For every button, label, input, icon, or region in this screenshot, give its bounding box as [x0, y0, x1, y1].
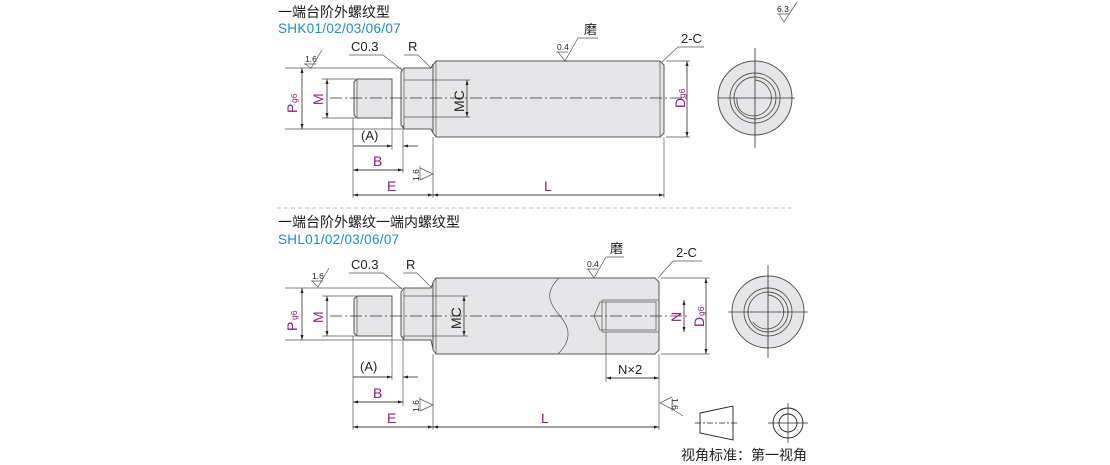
dim-A: (A)	[360, 359, 377, 374]
section-title: 一端台阶外螺纹型	[278, 4, 390, 20]
svg-text:1.6: 1.6	[305, 54, 317, 64]
projection-note: 视角标准：第一视角	[681, 447, 807, 463]
dim-B: B	[373, 153, 382, 169]
stepped-neck	[400, 63, 434, 134]
projection-symbol: 视角标准：第一视角	[681, 403, 808, 463]
external-thread	[353, 78, 393, 119]
model-number: SHK01/02/03/06/07	[278, 21, 401, 36]
grind-roughness: 0.4	[557, 42, 569, 52]
radius-label: R	[408, 39, 417, 54]
end-chamfer-label: 2-C	[676, 245, 697, 260]
roughness-symbol-left: 1.6	[311, 267, 330, 288]
dim-MC: MC	[448, 307, 464, 329]
end-chamfer-label: 2-C	[681, 31, 702, 46]
dim-A: (A)	[361, 128, 378, 143]
dim-L: L	[541, 410, 549, 426]
dim-D: D	[691, 317, 707, 327]
dim-M: M	[310, 93, 326, 105]
svg-text:1.6: 1.6	[411, 400, 421, 412]
roughness-symbol-right: 1.6	[659, 396, 684, 417]
svg-text:1.6: 1.6	[312, 271, 324, 281]
dim-P-sub: g6	[289, 93, 299, 103]
shaft-side-view	[330, 277, 690, 355]
dim-P-sub: g6	[289, 310, 299, 320]
chamfer-label: C0.3	[351, 257, 378, 272]
svg-text:1.6: 1.6	[670, 398, 680, 410]
main-cylinder	[432, 60, 665, 138]
dim-D-sub: g6	[677, 88, 687, 98]
section-title: 一端台阶外螺纹一端内螺纹型	[278, 214, 460, 230]
dim-E: E	[387, 178, 396, 194]
dim-N: N	[668, 312, 684, 322]
roughness-symbol-shoulder: 1.6	[411, 166, 434, 181]
section-shl: 一端台阶外螺纹一端内螺纹型 SHL01/02/03/06/07 P	[278, 214, 808, 430]
end-view-circle	[717, 48, 795, 148]
dim-D-sub: g6	[696, 306, 706, 316]
svg-text:1.6: 1.6	[411, 169, 421, 181]
dim-P: P	[284, 322, 300, 331]
dim-P: P	[284, 104, 300, 113]
global-roughness-symbol: 6.3	[777, 1, 798, 23]
model-number: SHL01/02/03/06/07	[278, 232, 399, 247]
grind-label: 磨	[584, 22, 597, 37]
shaft-side-view	[330, 60, 690, 138]
dim-MC: MC	[451, 90, 467, 112]
truncated-cone-icon	[699, 405, 734, 441]
dim-E: E	[387, 410, 396, 426]
dim-L: L	[544, 178, 552, 194]
grind-label: 磨	[610, 241, 623, 256]
dim-N-x2: N×2	[618, 362, 642, 377]
roughness-symbol-shoulder: 1.6	[411, 397, 434, 412]
roughness-symbol-left: 1.6	[304, 49, 323, 69]
chamfer-label: C0.3	[351, 39, 378, 54]
global-roughness-value: 6.3	[777, 4, 789, 14]
grind-roughness: 0.4	[587, 259, 599, 269]
section-shk: 一端台阶外螺纹型 SHK01/02/03/06/07 P g6	[278, 4, 795, 198]
radius-label: R	[406, 257, 415, 272]
end-view-circle	[728, 265, 808, 358]
dim-B: B	[373, 385, 382, 401]
dim-M: M	[310, 311, 326, 323]
dim-D: D	[672, 98, 688, 108]
